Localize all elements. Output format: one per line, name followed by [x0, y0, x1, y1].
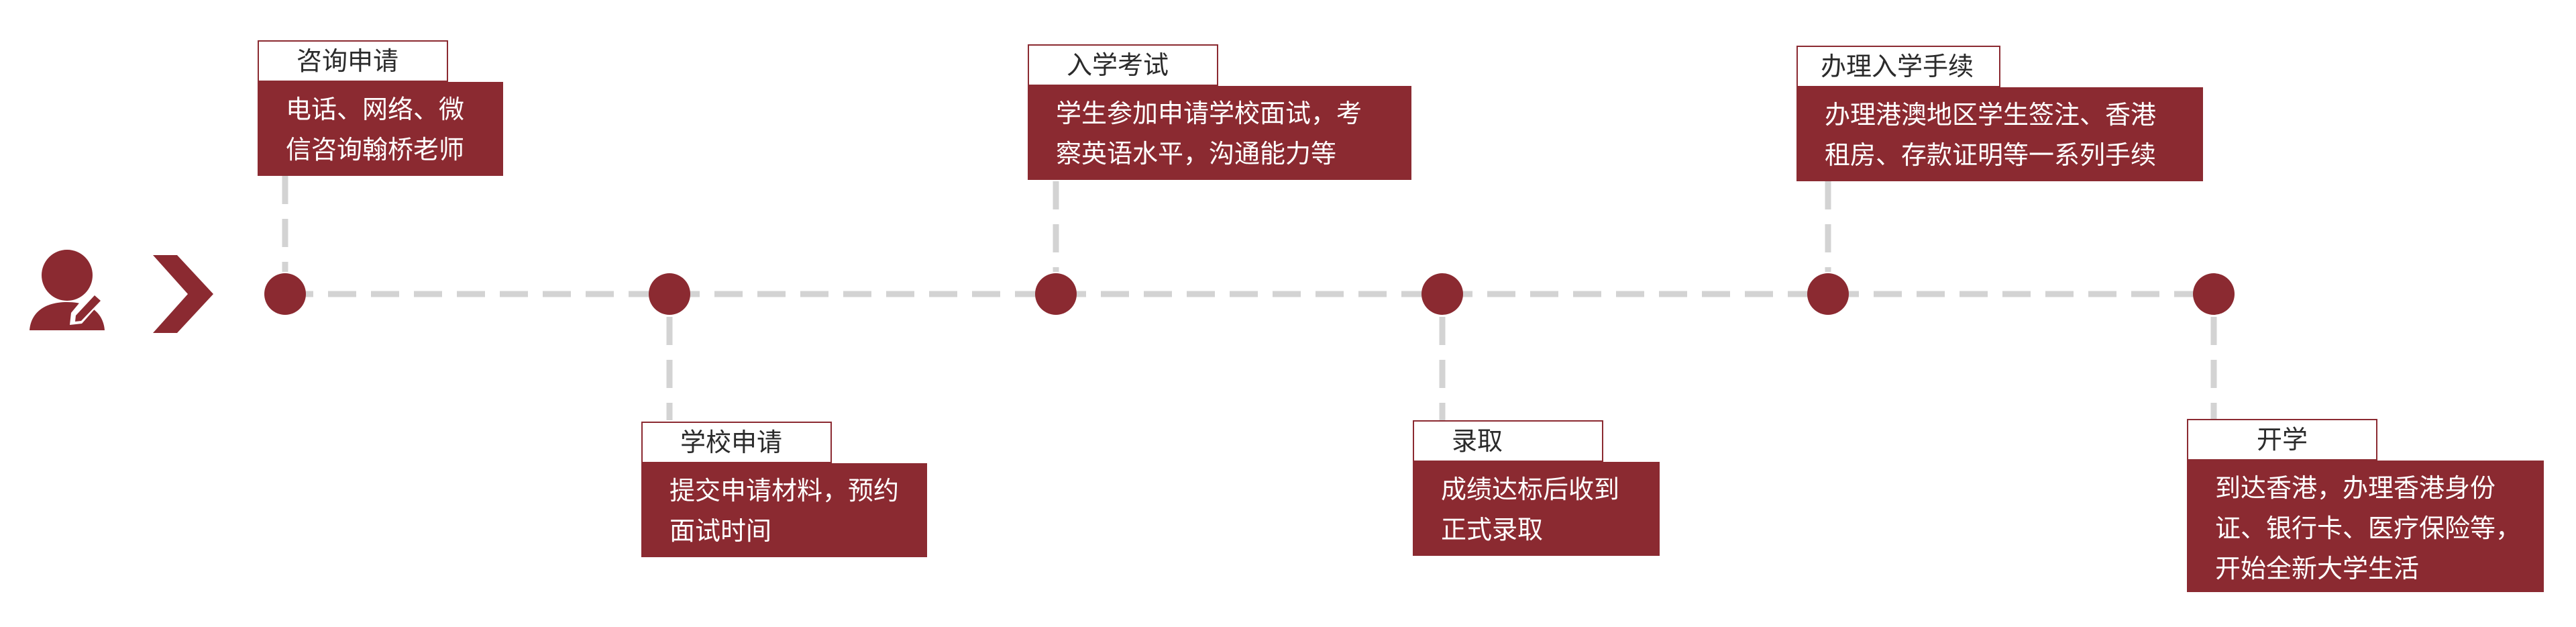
step-title: 录取: [1413, 420, 1603, 462]
step-title: 办理入学手续: [1796, 46, 2000, 87]
step-description-line: 办理港澳地区学生签注、香港: [1825, 100, 2157, 130]
step-title: 学校申请: [641, 422, 832, 463]
step-description: 到达香港，办理香港身份 证、银行卡、医疗保险等， 开始全新大学生活: [2187, 461, 2544, 592]
timeline-node-2: [649, 273, 690, 315]
step-description-line: 面试时间: [669, 516, 772, 546]
step-description: 提交申请材料，预约 面试时间: [641, 463, 927, 557]
step-title: 开学: [2187, 419, 2377, 461]
step-description-line: 租房、存款证明等一系列手续: [1825, 140, 2157, 170]
timeline-node-5: [1807, 273, 1849, 315]
step-description-line: 电话、网络、微: [286, 95, 465, 124]
timeline-node-1: [264, 273, 306, 315]
timeline-node-6: [2193, 273, 2235, 315]
step-description: 电话、网络、微 信咨询翰桥老师: [258, 82, 503, 176]
step-description-line: 提交申请材料，预约: [669, 476, 900, 505]
step-description-line: 察英语水平，沟通能力等: [1056, 139, 1337, 168]
step-description: 学生参加申请学校面试，考 察英语水平，沟通能力等: [1028, 86, 1411, 180]
step-description-line: 学生参加申请学校面试，考: [1056, 99, 1362, 128]
step-description-line: 正式录取: [1441, 515, 1544, 544]
timeline-node-4: [1421, 273, 1463, 315]
step-description: 办理港澳地区学生签注、香港 租房、存款证明等一系列手续: [1796, 87, 2203, 181]
chevron-right-icon: [153, 255, 213, 333]
timeline-node-3: [1035, 273, 1077, 315]
step-description-line: 信咨询翰桥老师: [286, 135, 465, 164]
step-title: 入学考试: [1028, 44, 1218, 86]
step-description-line: 到达香港，办理香港身份: [2215, 473, 2496, 503]
step-description-line: 成绩达标后收到: [1441, 475, 1620, 504]
step-description: 成绩达标后收到 正式录取: [1413, 462, 1660, 556]
step-title: 咨询申请: [258, 40, 448, 82]
step-description-line: 证、银行卡、医疗保险等，: [2215, 514, 2522, 543]
step-description-line: 开始全新大学生活: [2215, 554, 2420, 583]
person-with-pen-icon: [30, 250, 105, 330]
